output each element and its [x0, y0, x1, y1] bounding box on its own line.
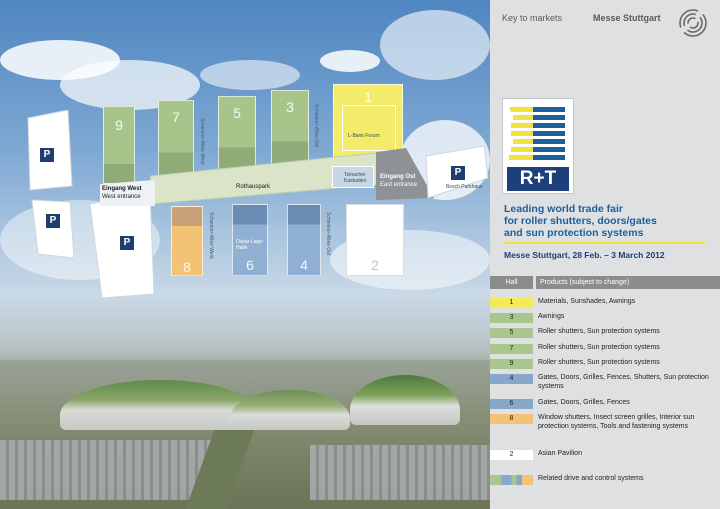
- legend-products: Gates, Doors, Grilles, Fences, Shutters,…: [538, 374, 709, 390]
- legend-products: Materials, Sunshades, Awnings: [538, 298, 636, 305]
- street-label: Schenker-Allee West: [199, 118, 205, 165]
- photo-parking-lot: [310, 445, 490, 500]
- legend-products: Window shutters, Insect screen grilles, …: [538, 414, 695, 430]
- hall-9[interactable]: 9: [103, 106, 135, 184]
- rt-stripes-icon: [509, 107, 565, 160]
- tagline-line: and sun protection systems: [504, 227, 644, 239]
- photo-hall-roof: [350, 375, 460, 425]
- rt-logo: R+T: [502, 98, 574, 194]
- messe-stuttgart-logo-icon: [679, 9, 707, 37]
- hall-9-number: 9: [115, 117, 123, 133]
- entrance-east: [376, 148, 434, 200]
- teinacher-box: [332, 166, 374, 188]
- hall-7-number: 7: [172, 109, 180, 125]
- photo-parking-lot: [0, 440, 220, 500]
- parking-icon: P: [40, 148, 54, 162]
- parking-icon: P: [46, 214, 60, 228]
- entrance-west: [100, 180, 155, 206]
- legend-products: Awnings: [538, 313, 565, 320]
- tagline-line: for roller shutters, doors/gates: [504, 215, 657, 227]
- hall-5-number: 5: [233, 105, 241, 121]
- parking-icon: P: [120, 236, 134, 250]
- legend-hall-swatch: 2: [490, 450, 533, 460]
- hall-4[interactable]: 4: [287, 204, 321, 276]
- street-label: Schenker-Allee Ost: [313, 104, 319, 148]
- event-date: Messe Stuttgart, 28 Feb. – 3 March 2012: [504, 250, 665, 260]
- hall-2[interactable]: 2: [346, 204, 404, 276]
- legend-header-hall: Hall: [490, 276, 533, 289]
- photo-hall-roof: [230, 390, 350, 430]
- legend-hall-swatch: 8: [490, 414, 533, 424]
- hall-8-number: 8: [183, 259, 191, 275]
- hall-8[interactable]: 8: [171, 206, 203, 276]
- legend-products: Related drive and control systems: [538, 475, 644, 482]
- divider: [504, 242, 705, 244]
- street-label: Schenker-Allee Ost: [325, 212, 331, 256]
- legend-products: Roller shutters, Sun protection systems: [538, 344, 660, 351]
- entrance-east-de: Eingang Ost: [380, 174, 416, 180]
- legend-products: Gates, Doors, Grilles, Fences: [538, 399, 630, 406]
- entrance-west-de: Eingang West: [102, 186, 142, 192]
- hall-6[interactable]: Oskar-Lapp-Halle 6: [232, 204, 268, 276]
- street-label: Schenker-Allee West: [208, 212, 214, 259]
- hall-6-number: 6: [246, 257, 254, 273]
- legend-hall-swatch: 3: [490, 313, 533, 323]
- legend-products: Roller shutters, Sun protection systems: [538, 328, 660, 335]
- hall-7[interactable]: 7: [158, 100, 194, 178]
- lbank-forum-label: L-Bank Forum: [348, 133, 380, 139]
- fairground-map: P P P 9 7 5 3 1 L-Bank Forum Schenker-Al…: [0, 0, 490, 509]
- cloud: [380, 10, 490, 80]
- rt-logo-text: R+T: [507, 167, 569, 191]
- photo-hall-roof: [60, 380, 260, 430]
- legend-hall-swatch: 5: [490, 328, 533, 338]
- parking-west-middle: [31, 199, 75, 259]
- key-to-markets-label: Key to markets: [502, 13, 563, 23]
- legend-hall-swatch: 7: [490, 344, 533, 354]
- hall-2-number: 2: [371, 257, 379, 273]
- event-tagline: Leading world trade fair for roller shut…: [504, 203, 657, 239]
- legend-hall-swatch: 6: [490, 399, 533, 409]
- legend-hall-swatch: 1: [490, 298, 533, 308]
- lbank-forum-box: [342, 105, 396, 151]
- brand-name: Messe Stuttgart: [593, 13, 661, 23]
- bosch-parkhaus-label: Bosch Parkhaus: [446, 184, 483, 190]
- parking-icon: P: [451, 166, 465, 180]
- cloud: [200, 60, 300, 90]
- info-panel: Key to markets Messe Stuttgart R+T Leadi…: [490, 0, 720, 509]
- hall-1[interactable]: 1 L-Bank Forum: [333, 84, 403, 158]
- rothauspark-label: Rothauspark: [236, 184, 271, 190]
- entrance-west-en: West entrance: [102, 194, 141, 200]
- legend-products: Roller shutters, Sun protection systems: [538, 359, 660, 366]
- hall-3-number: 3: [286, 99, 294, 115]
- hall-4-number: 4: [300, 257, 308, 273]
- tagline-line: Leading world trade fair: [504, 203, 624, 215]
- legend-products: Asian Pavilion: [538, 450, 582, 457]
- legend-hall-swatch: 9: [490, 359, 533, 369]
- entrance-east-en: East entrance: [380, 182, 418, 188]
- teinacher-label: Teinacher Kaskaden: [344, 172, 367, 184]
- legend-hall-swatch: 4: [490, 374, 533, 384]
- hall-1-number: 1: [364, 89, 372, 105]
- oskar-lapp-label: Oskar-Lapp-Halle: [236, 239, 264, 251]
- cloud: [320, 50, 380, 72]
- hall-3[interactable]: 3: [271, 90, 309, 166]
- legend-hall-swatch: [490, 475, 533, 485]
- legend-header-products: Products (subject to change): [536, 276, 720, 289]
